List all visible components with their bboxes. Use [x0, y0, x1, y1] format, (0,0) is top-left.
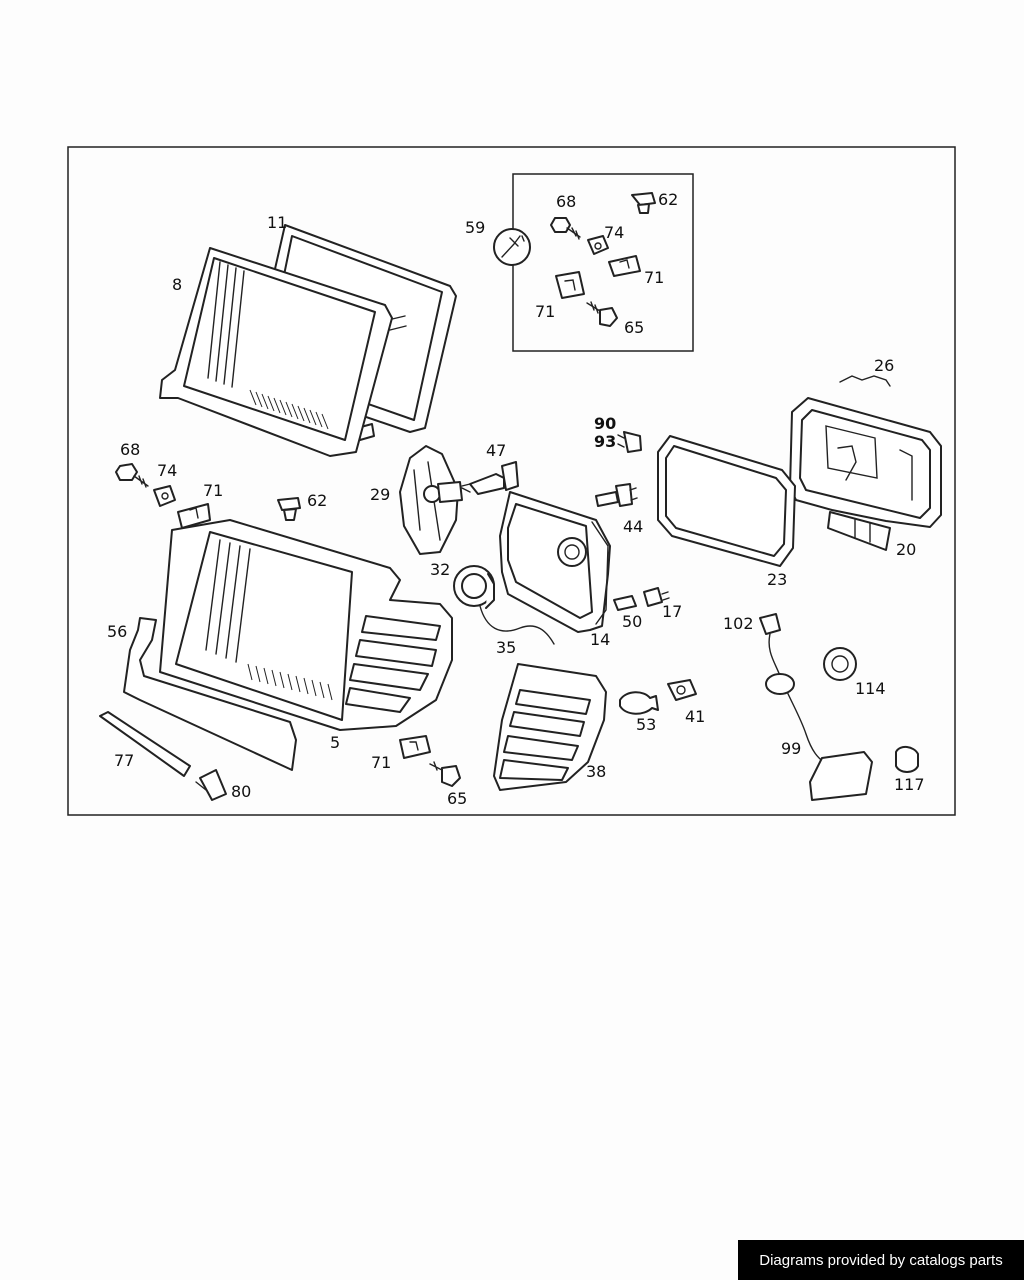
callout-44: 44: [623, 517, 643, 536]
part-14-reflector: [499, 491, 611, 633]
callout-38: 38: [586, 762, 606, 781]
part-23-gasket: [657, 435, 796, 567]
callout-14: 14: [590, 630, 610, 649]
credit-banner: Diagrams provided by catalogs parts: [738, 1240, 1024, 1280]
callout-41: 41: [685, 707, 705, 726]
part-56-bracket: [123, 617, 297, 771]
part-44-bulb: [595, 483, 638, 507]
part-71-clip-kit-a: [608, 255, 641, 277]
part-35-wire: [479, 605, 555, 645]
part-71-clip-kit-b: [555, 271, 585, 299]
callout-65-kit: 65: [624, 318, 644, 337]
callout-50: 50: [622, 612, 642, 631]
callout-20: 20: [896, 540, 916, 559]
part-41-socket: [667, 679, 697, 701]
part-38-side-lens: [493, 663, 607, 791]
wrench-icon: [493, 228, 531, 266]
callout-11: 11: [267, 213, 287, 232]
part-74-nut-kit: [587, 235, 609, 255]
callout-71-kit-a: 71: [644, 268, 664, 287]
callout-26: 26: [874, 356, 894, 375]
callout-32: 32: [430, 560, 450, 579]
callout-29: 29: [370, 485, 390, 504]
callout-114: 114: [855, 679, 886, 698]
callout-74-kit: 74: [604, 223, 624, 242]
callout-68: 68: [120, 440, 140, 459]
callout-117: 117: [894, 775, 925, 794]
part-90-93-socket: [617, 431, 642, 453]
part-62-clip: [277, 497, 301, 521]
callout-102: 102: [723, 614, 754, 633]
callout-62-kit: 62: [658, 190, 678, 209]
part-50-bulb: [613, 595, 637, 611]
part-114-grommet: [823, 647, 857, 681]
part-20-rear-housing: [789, 397, 942, 551]
part-68-screw: [115, 463, 149, 488]
part-29-cover-cap: [399, 445, 463, 555]
callout-99: 99: [781, 739, 801, 758]
part-68-screw-kit: [550, 217, 581, 240]
part-53-bulb: [619, 691, 659, 715]
callout-77: 77: [114, 751, 134, 770]
callout-35: 35: [496, 638, 516, 657]
callout-53: 53: [636, 715, 656, 734]
callout-65-lower: 65: [447, 789, 467, 808]
part-80-clip: [195, 769, 227, 801]
callout-59: 59: [465, 218, 485, 237]
part-71-clip: [177, 503, 211, 529]
callout-74: 74: [157, 461, 177, 480]
callout-56: 56: [107, 622, 127, 641]
part-5-signal-lens: [159, 519, 453, 731]
part-65-screw-lower: [429, 761, 461, 787]
part-74-nut: [153, 485, 176, 507]
callout-71-lower: 71: [371, 753, 391, 772]
callout-8: 8: [172, 275, 182, 294]
callout-71: 71: [203, 481, 223, 500]
part-26-wire-clip: [839, 375, 891, 387]
part-71-clip-lower: [399, 735, 431, 759]
callout-80: 80: [231, 782, 251, 801]
callout-68-kit: 68: [556, 192, 576, 211]
part-47-bulb: [461, 461, 519, 495]
part-117-bulb: [895, 746, 919, 773]
callout-17: 17: [662, 602, 682, 621]
part-17-bulb: [643, 587, 670, 607]
part-102-99-wiring: [759, 613, 873, 801]
part-32-lamp: [453, 565, 495, 609]
callout-93: 93: [594, 432, 616, 451]
callout-23: 23: [767, 570, 787, 589]
callout-62: 62: [307, 491, 327, 510]
callout-71-kit-b: 71: [535, 302, 555, 321]
callout-47: 47: [486, 441, 506, 460]
part-65-screw-kit: [586, 301, 618, 327]
callout-5: 5: [330, 733, 340, 752]
part-77-rod: [99, 711, 191, 777]
part-62-clip-kit: [631, 192, 656, 214]
part-8-headlamp-lens: [159, 247, 393, 457]
callout-90: 90: [594, 414, 616, 433]
diagram-frame: [67, 146, 956, 816]
